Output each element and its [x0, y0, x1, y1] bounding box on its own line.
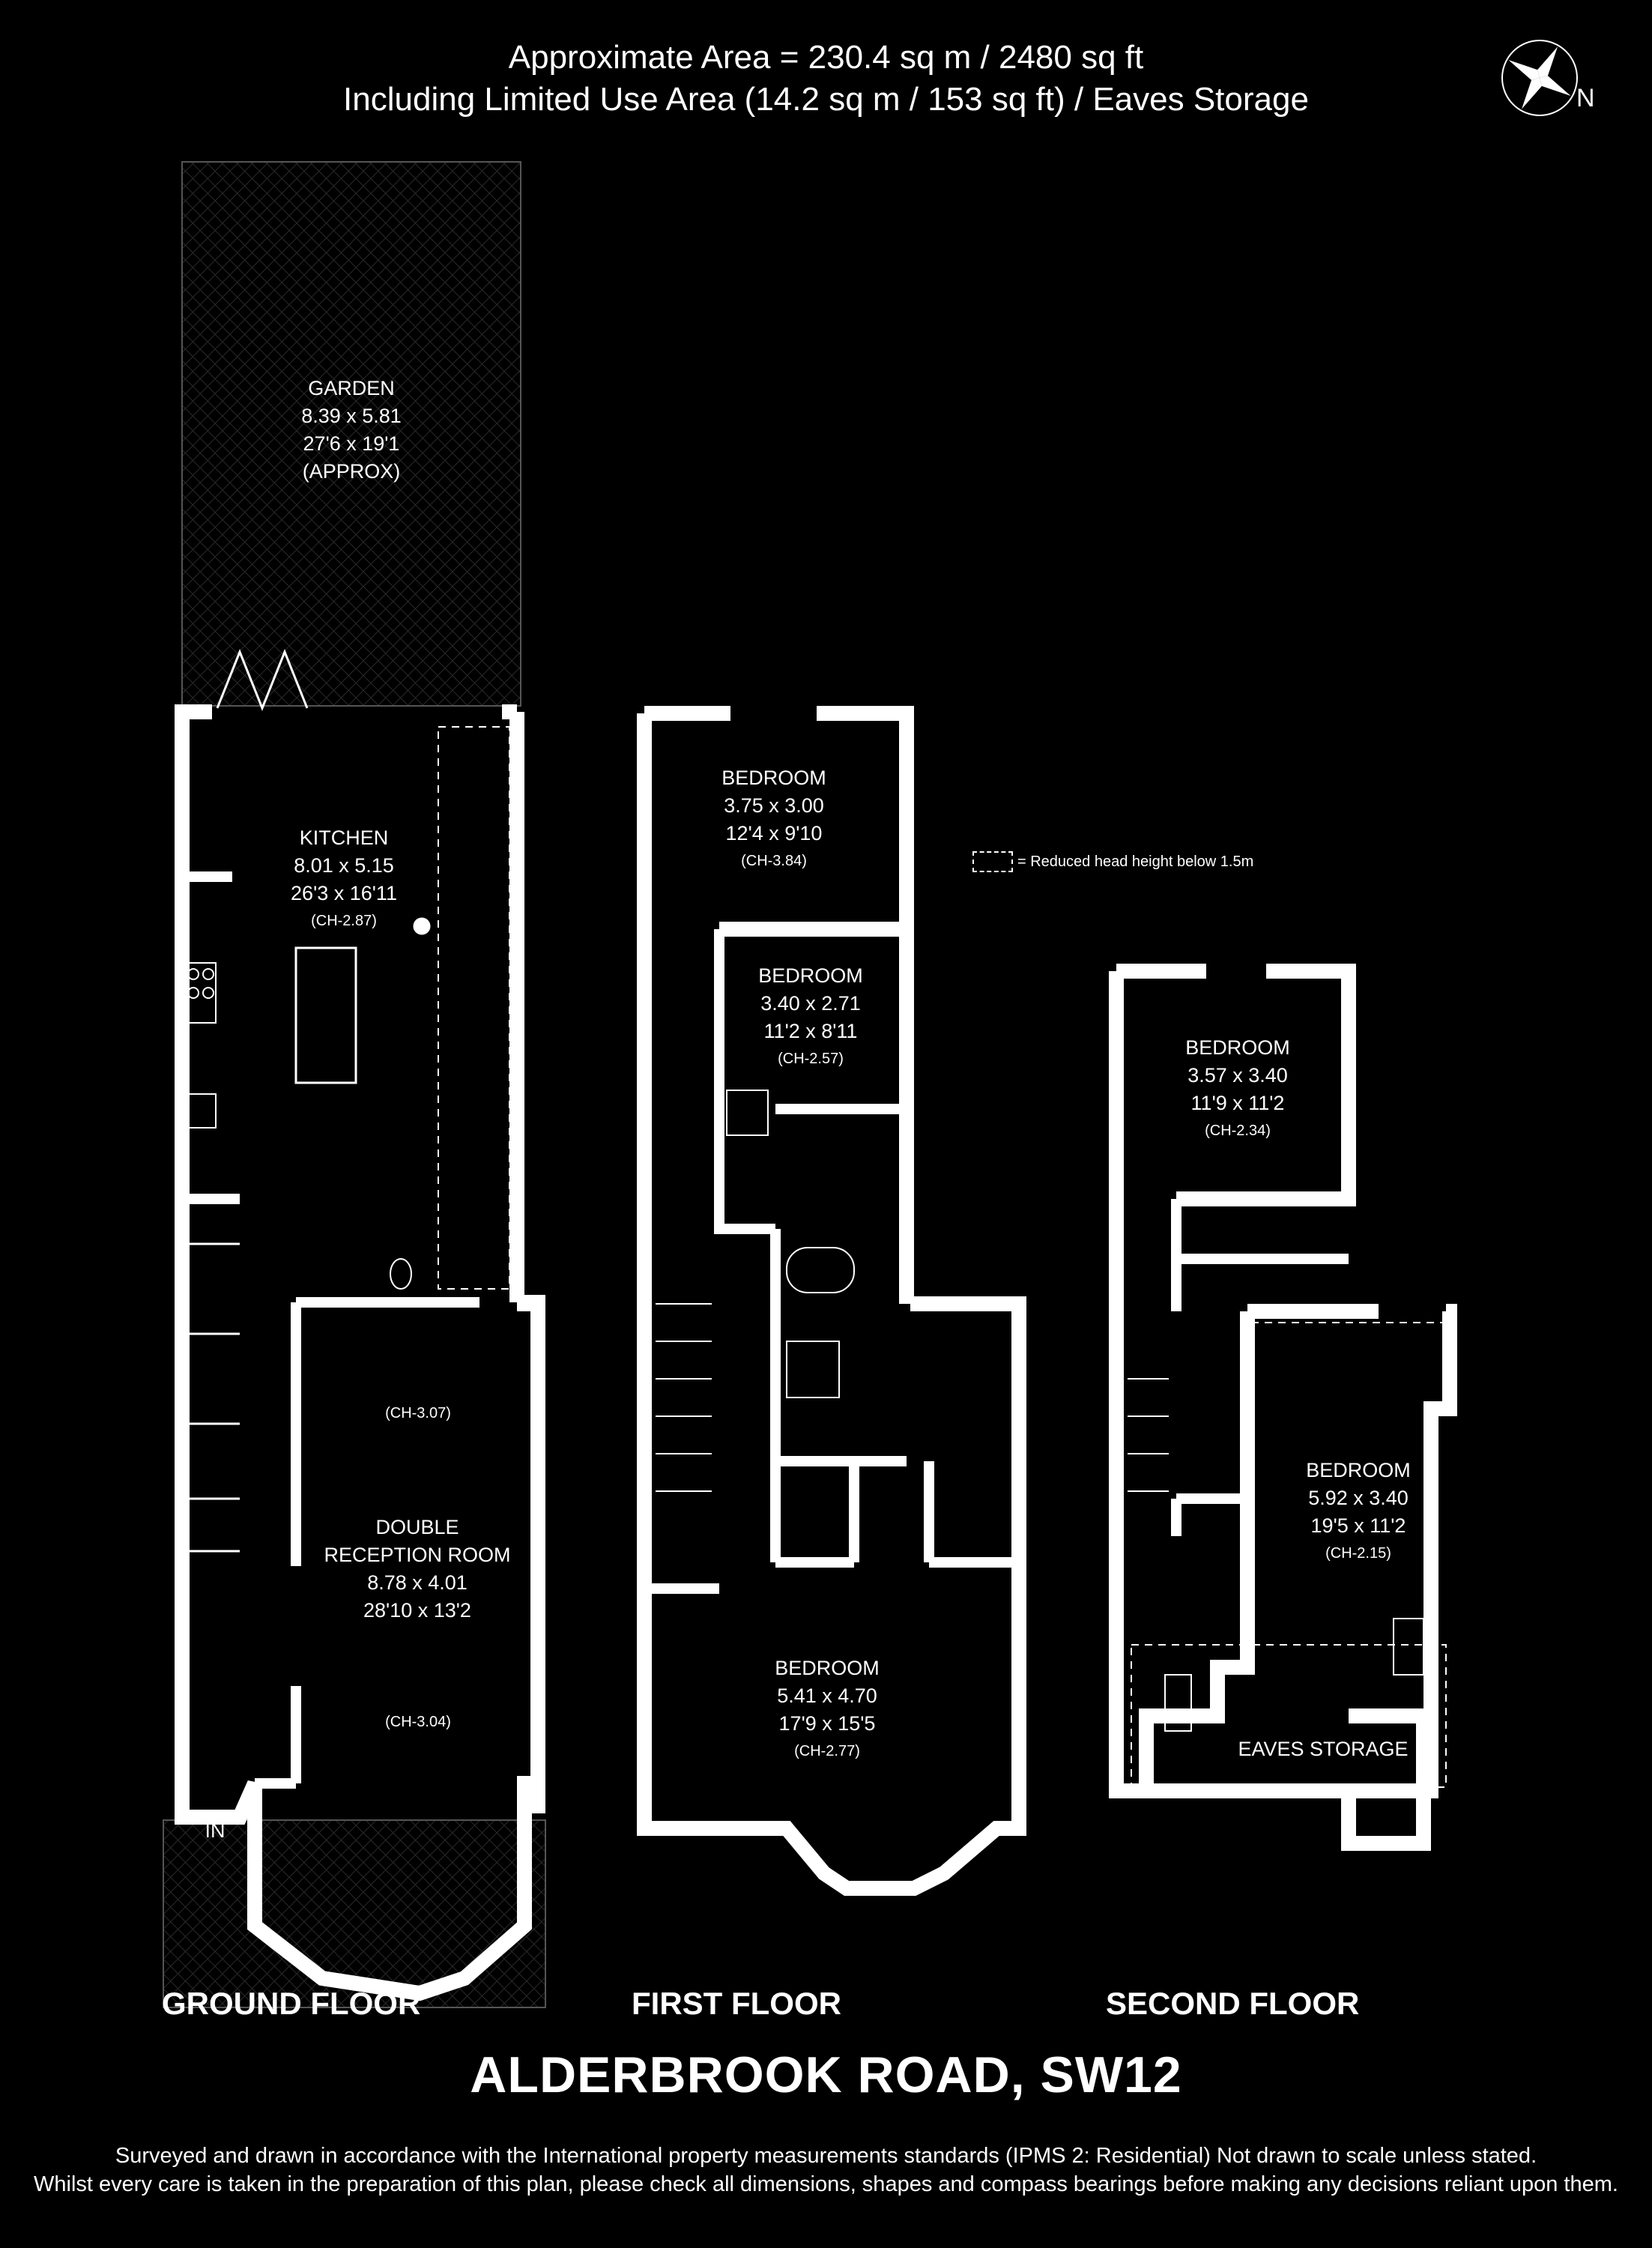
bifold-doors-icon: [216, 648, 309, 712]
first-floor-plan: [637, 706, 1026, 1896]
compass-icon: [1501, 40, 1578, 116]
room-metric: 3.75 x 3.00: [724, 794, 824, 817]
room-name: BEDROOM: [1306, 1459, 1411, 1481]
room-first-bedroom-middle: BEDROOM 3.40 x 2.71 11'2 x 8'11 (CH-2.57…: [758, 962, 863, 1073]
room-name: EAVES STORAGE: [1238, 1738, 1409, 1760]
room-name: BEDROOM: [758, 964, 863, 987]
room-imperial: 26'3 x 16'11: [291, 882, 397, 904]
velux-window-icon: [1164, 1674, 1192, 1732]
footer-line-2: Whilst every care is taken in the prepar…: [34, 2172, 1618, 2196]
second-floor-label: SECOND FLOOR: [1106, 1986, 1360, 2021]
kitchen-reduced-height-area: [438, 726, 510, 1290]
room-kitchen: KITCHEN 8.01 x 5.15 26'3 x 16'11 (CH-2.8…: [291, 824, 397, 935]
ground-partition-wall: [182, 871, 479, 1789]
kitchen-sink-icon: [185, 1093, 217, 1128]
room-imperial: 12'4 x 9'10: [725, 822, 823, 844]
pillar-icon: [413, 917, 431, 935]
room-name: GARDEN: [308, 377, 395, 399]
ground-floor-label: GROUND FLOOR: [162, 1986, 421, 2021]
room-double-reception: DOUBLE RECEPTION ROOM 8.78 x 4.01 28'10 …: [324, 1514, 510, 1625]
wc-icon: [390, 1258, 412, 1290]
room-first-bedroom-rear: BEDROOM 3.75 x 3.00 12'4 x 9'10 (CH-3.84…: [721, 764, 826, 875]
room-note: (APPROX): [302, 460, 401, 483]
room-imperial: 11'9 x 11'2: [1190, 1092, 1285, 1114]
kitchen-island: [294, 946, 357, 1084]
address-title: ALDERBROOK ROAD, SW12: [470, 2046, 1182, 2103]
second-eaves-walls: [1139, 1716, 1431, 1851]
room-garden: GARDEN 8.39 x 5.81 27'6 x 19'1 (APPROX): [301, 375, 402, 486]
second-stairs: [1128, 1378, 1169, 1492]
room-ceiling-height: (CH-2.15): [1325, 1545, 1391, 1562]
room-ceiling-height: (CH-2.87): [311, 913, 377, 929]
room-name: BEDROOM: [1185, 1036, 1290, 1059]
garden-area: [181, 161, 521, 707]
first-floor-label: FIRST FLOOR: [632, 1986, 841, 2021]
footer-line-1: Surveyed and drawn in accordance with th…: [115, 2144, 1537, 2168]
reception-ceiling-height-bottom: (CH-3.04): [385, 1708, 451, 1736]
room-ceiling-height: (CH-2.34): [1205, 1123, 1271, 1139]
room-name-2: RECEPTION ROOM: [324, 1544, 511, 1566]
first-outer-walls: [637, 706, 1026, 1896]
ground-stairs: [182, 1242, 240, 1553]
room-second-bedroom-rear: BEDROOM 3.57 x 3.40 11'9 x 11'2 (CH-2.34…: [1185, 1034, 1290, 1145]
legend-dashed-box-icon: [972, 851, 1013, 872]
room-ceiling-height: (CH-3.07): [385, 1405, 451, 1421]
room-imperial: 11'2 x 8'11: [763, 1020, 858, 1042]
room-name: BEDROOM: [721, 767, 826, 789]
legend-text: = Reduced head height below 1.5m: [1017, 853, 1254, 870]
room-ceiling-height: (CH-2.77): [794, 1743, 860, 1759]
room-metric: 8.01 x 5.15: [294, 854, 394, 877]
second-inner-walls: [1171, 1199, 1349, 1536]
entrance-label: IN: [205, 1817, 226, 1845]
room-metric: 3.57 x 3.40: [1187, 1064, 1288, 1087]
reception-ceiling-height-top: (CH-3.07): [385, 1400, 451, 1427]
room-ceiling-height: (CH-3.84): [741, 853, 807, 869]
room-first-bedroom-front: BEDROOM 5.41 x 4.70 17'9 x 15'5 (CH-2.77…: [775, 1655, 880, 1765]
room-name: KITCHEN: [299, 827, 389, 849]
shower-icon: [726, 1090, 769, 1136]
room-metric: 5.41 x 4.70: [777, 1685, 877, 1707]
second-floor-plan: [1109, 964, 1457, 1851]
ground-outer-walls-2: [524, 1295, 545, 1813]
second-reduced-height-area: [1131, 1644, 1447, 1788]
legend: = Reduced head height below 1.5m: [972, 851, 1253, 872]
room-metric: 3.40 x 2.71: [760, 992, 861, 1015]
header-limited-use-line: Including Limited Use Area (14.2 sq m / …: [343, 81, 1309, 118]
room-ceiling-height: (CH-2.57): [778, 1051, 844, 1067]
ground-floor-plan: [163, 161, 546, 2008]
second-outer-walls: [1109, 964, 1457, 1798]
room-metric: 8.39 x 5.81: [301, 405, 402, 427]
room-metric: 5.92 x 3.40: [1308, 1487, 1409, 1509]
room-imperial: 17'9 x 15'5: [778, 1712, 876, 1735]
room-metric: 8.78 x 4.01: [367, 1571, 468, 1594]
room-eaves-storage: EAVES STORAGE: [1238, 1735, 1408, 1763]
header-area-line: Approximate Area = 230.4 sq m / 2480 sq …: [508, 39, 1144, 76]
room-imperial: 27'6 x 19'1: [303, 432, 400, 455]
room-second-bedroom-front: BEDROOM 5.92 x 3.40 19'5 x 11'2 (CH-2.15…: [1306, 1457, 1411, 1568]
room-name: BEDROOM: [775, 1657, 880, 1679]
room-name: DOUBLE: [375, 1516, 459, 1538]
first-inner-walls: [644, 929, 1019, 1594]
room-imperial: 28'10 x 13'2: [363, 1599, 471, 1622]
compass-north-label: N: [1576, 84, 1595, 112]
room-imperial: 19'5 x 11'2: [1310, 1514, 1406, 1537]
room-ceiling-height: (CH-3.04): [385, 1714, 451, 1730]
bath-icon: [786, 1247, 855, 1293]
first-stairs: [656, 1303, 712, 1492]
shower-icon-2: [786, 1341, 840, 1398]
hob-icon: [185, 962, 217, 1024]
velux-window-icon-2: [1393, 1618, 1424, 1676]
entrance-text: IN: [205, 1819, 226, 1842]
